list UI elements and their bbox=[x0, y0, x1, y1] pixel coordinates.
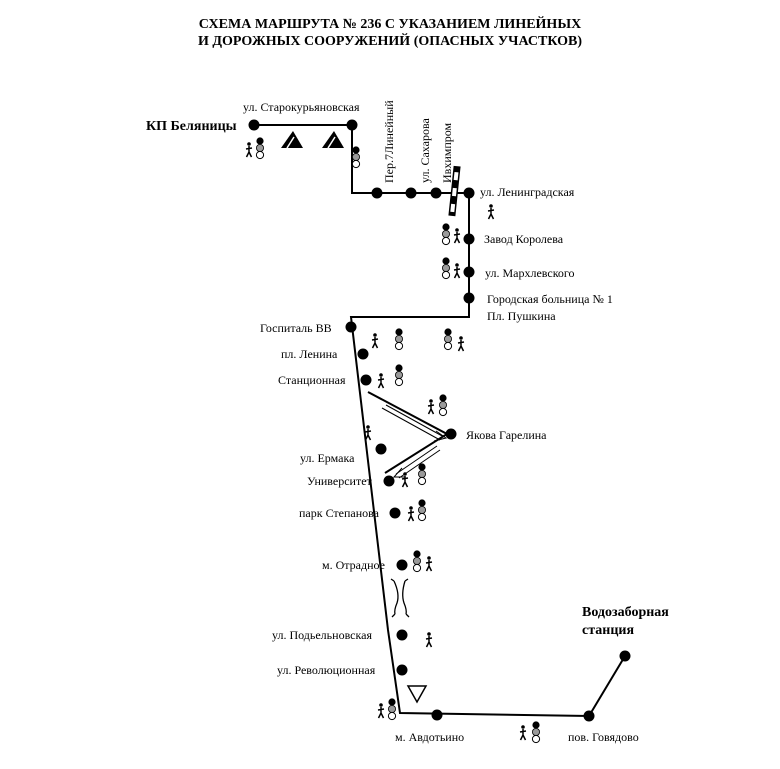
warning-triangle-icon bbox=[406, 685, 428, 704]
label-vodozabor-line-1: Водозаборная bbox=[582, 605, 669, 620]
label-ivkhimprom: Ивхимпром bbox=[440, 122, 454, 183]
pedestrian-icon bbox=[487, 203, 495, 220]
traffic-light-icon bbox=[443, 327, 453, 351]
label-pushkina: Пл. Пушкина bbox=[487, 309, 556, 323]
stop-dot-bolnitsa bbox=[463, 292, 475, 304]
pedestrian-icon bbox=[453, 227, 461, 244]
scheme-title-line-1: СХЕМА МАРШРУТА № 236 С УКАЗАНИЕМ ЛИНЕЙНЫ… bbox=[198, 17, 582, 32]
label-garelina: Якова Гарелина bbox=[466, 428, 547, 442]
mountain-icon bbox=[322, 131, 344, 149]
stop-dot-sakharova bbox=[405, 187, 417, 199]
traffic-light-icon bbox=[441, 256, 451, 280]
label-per7lineyny: Пер.7Линейный bbox=[382, 100, 396, 183]
stop-dot-kp-belyanitsy bbox=[248, 119, 260, 131]
stop-dot-lenina bbox=[357, 348, 369, 360]
stop-dot-park-stepanova bbox=[389, 507, 401, 519]
stop-dot-ivkhimprom bbox=[430, 187, 442, 199]
label-zavod-koroleva: Завод Королева bbox=[484, 232, 564, 246]
scheme-title: СХЕМА МАРШРУТА № 236 С УКАЗАНИЕМ ЛИНЕЙНЫ… bbox=[0, 16, 780, 50]
stop-dot-stantsionnaya bbox=[360, 374, 372, 386]
traffic-light-icon bbox=[417, 498, 427, 522]
pedestrian-icon bbox=[519, 724, 527, 741]
scheme-title-line-2: И ДОРОЖНЫХ СООРУЖЕНИЙ (ОПАСНЫХ УЧАСТКОВ) bbox=[197, 34, 583, 49]
stop-dot-revolyutsionnaya bbox=[396, 664, 408, 676]
pedestrian-icon bbox=[407, 505, 415, 522]
stop-dot-vodozabor bbox=[619, 650, 631, 662]
stop-dot-otradnoe bbox=[396, 559, 408, 571]
bridge-icon bbox=[390, 578, 410, 618]
stop-dot-leningradskaya bbox=[463, 187, 475, 199]
pedestrian-icon bbox=[457, 335, 465, 352]
pedestrian-icon bbox=[427, 398, 435, 415]
stop-dot-gospital bbox=[345, 321, 357, 333]
label-avdotyino: м. Авдотьино bbox=[395, 730, 464, 744]
traffic-light-icon bbox=[412, 549, 422, 573]
pedestrian-icon bbox=[425, 631, 433, 648]
stop-dot-ermaka bbox=[375, 443, 387, 455]
traffic-light-icon bbox=[394, 363, 404, 387]
stop-dot-avdotyino-a bbox=[431, 709, 443, 721]
mountain-icon bbox=[281, 131, 303, 149]
stop-dot-markhlevskogo bbox=[463, 266, 475, 278]
stop-dot-zavod-koroleva bbox=[463, 233, 475, 245]
stop-dot-garelina bbox=[445, 428, 457, 440]
label-lenina: пл. Ленина bbox=[281, 347, 338, 361]
label-otradnoe: м. Отрадное bbox=[322, 558, 385, 572]
stop-dot-avdotyino-b bbox=[583, 710, 595, 722]
traffic-light-icon bbox=[351, 145, 361, 169]
label-podyelnovskaya: ул. Подьельновская bbox=[272, 628, 372, 642]
traffic-light-icon bbox=[255, 136, 265, 160]
label-kp-belyanitsy: КП Беляницы bbox=[146, 119, 237, 134]
label-vodozabor-line-2: станция bbox=[582, 623, 634, 638]
traffic-light-icon bbox=[438, 393, 448, 417]
label-starokuryanovskaya: ул. Старокурьяновская bbox=[243, 100, 360, 114]
pedestrian-icon bbox=[377, 702, 385, 719]
pedestrian-icon bbox=[245, 141, 253, 158]
stop-dot-starokuryanovskaya bbox=[346, 119, 358, 131]
pedestrian-icon bbox=[364, 424, 372, 441]
pedestrian-icon bbox=[425, 555, 433, 572]
traffic-light-icon bbox=[387, 697, 397, 721]
traffic-light-icon bbox=[531, 720, 541, 744]
direction-arrow-upper bbox=[381, 404, 448, 442]
pedestrian-icon bbox=[453, 262, 461, 279]
label-universitet: Университет bbox=[307, 474, 373, 488]
traffic-light-icon bbox=[441, 222, 451, 246]
traffic-light-icon bbox=[417, 462, 427, 486]
label-markhlevskogo: ул. Мархлевского bbox=[485, 266, 575, 280]
label-ermaka: ул. Ермака bbox=[300, 451, 355, 465]
label-revolyutsionnaya: ул. Революционная bbox=[277, 663, 376, 677]
label-govyadovo: пов. Говядово bbox=[568, 730, 639, 744]
label-gospital: Госпиталь ВВ bbox=[260, 321, 332, 335]
railway-crossing-icon bbox=[448, 165, 461, 217]
label-park-stepanova: парк Степанова bbox=[299, 506, 380, 520]
pedestrian-icon bbox=[377, 372, 385, 389]
label-leningradskaya: ул. Ленинградская bbox=[480, 185, 575, 199]
label-bolnitsa: Городская больница № 1 bbox=[487, 292, 613, 306]
route-line bbox=[254, 124, 626, 718]
stop-dot-universitet bbox=[383, 475, 395, 487]
label-sakharova: ул. Сахарова bbox=[418, 118, 432, 183]
pedestrian-icon bbox=[371, 332, 379, 349]
pedestrian-icon bbox=[401, 471, 409, 488]
traffic-light-icon bbox=[394, 327, 404, 351]
label-stantsionnaya: Станционная bbox=[278, 373, 346, 387]
stop-dot-per7lineyny bbox=[371, 187, 383, 199]
stop-dot-podyelnovskaya bbox=[396, 629, 408, 641]
